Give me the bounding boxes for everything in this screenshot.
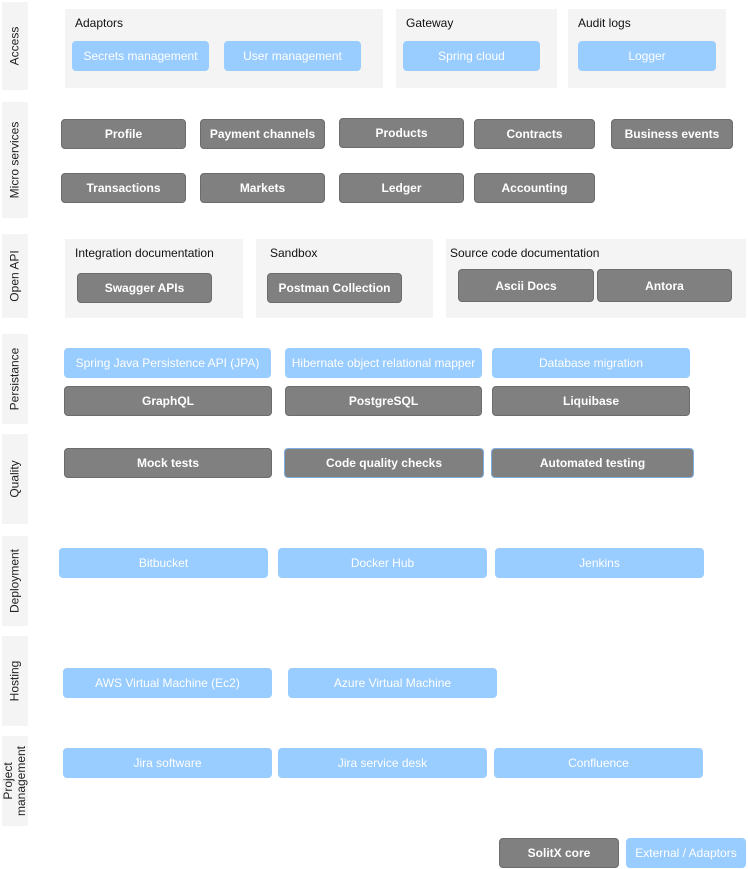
box-docker-hub: Docker Hub	[278, 548, 487, 578]
layer-label-text: Deployment	[7, 548, 22, 614]
group-title: Integration documentation	[75, 246, 214, 260]
box-accounting: Accounting	[474, 173, 595, 203]
box-confluence: Confluence	[494, 748, 703, 778]
box-ascii-docs: Ascii Docs	[458, 269, 594, 302]
box-automated-testing: Automated testing	[491, 448, 694, 478]
box-jira-software: Jira software	[63, 748, 272, 778]
box-profile: Profile	[61, 119, 186, 149]
box-aws-virtual-machine: AWS Virtual Machine (Ec2)	[63, 668, 272, 698]
box-jenkins: Jenkins	[495, 548, 704, 578]
box-postman-collection: Postman Collection	[267, 273, 402, 303]
layer-label-micro-services: Micro services	[2, 102, 28, 218]
layer-label-text: Project management	[1, 745, 28, 817]
box-markets: Markets	[200, 173, 325, 203]
box-user-management: User management	[224, 41, 361, 71]
box-hibernate: Hibernate object relational mapper	[285, 348, 482, 378]
box-jira-service-desk: Jira service desk	[278, 748, 487, 778]
box-contracts: Contracts	[474, 119, 595, 149]
layer-label-open-api: Open API	[2, 234, 28, 318]
layer-label-quality: Quality	[2, 434, 28, 524]
layer-label-project-management: Project management	[1, 736, 28, 826]
group-title: Audit logs	[578, 16, 631, 30]
legend-external-adaptors: External / Adaptors	[626, 838, 746, 868]
layer-label-persistance: Persistance	[2, 334, 28, 424]
box-antora: Antora	[597, 269, 732, 302]
box-spring-cloud: Spring cloud	[403, 41, 540, 71]
box-business-events: Business events	[611, 119, 733, 149]
group-title: Sandbox	[270, 246, 318, 260]
box-secrets-management: Secrets management	[72, 41, 209, 71]
group-title: Adaptors	[75, 16, 124, 30]
box-postgresql: PostgreSQL	[285, 386, 482, 416]
box-mock-tests: Mock tests	[64, 448, 272, 478]
box-liquibase: Liquibase	[492, 386, 690, 416]
box-spring-jpa: Spring Java Persistence API (JPA)	[64, 348, 271, 378]
layer-label-access: Access	[2, 2, 28, 90]
layer-label-text: Hosting	[7, 660, 22, 702]
box-database-migration: Database migration	[492, 348, 690, 378]
layer-label-deployment: Deployment	[2, 536, 28, 626]
box-bitbucket: Bitbucket	[59, 548, 268, 578]
box-products: Products	[339, 118, 464, 148]
layer-label-text: Access	[7, 26, 22, 66]
box-ledger: Ledger	[339, 173, 464, 203]
legend-solitx-core: SolitX core	[499, 838, 619, 868]
layer-label-text: Quality	[7, 460, 22, 498]
layer-label-text: Persistance	[7, 347, 22, 411]
box-transactions: Transactions	[61, 173, 186, 203]
layer-label-text: Open API	[7, 250, 22, 302]
layer-label-text: Micro services	[7, 121, 22, 199]
layer-label-line: management	[14, 745, 28, 817]
box-payment-channels: Payment channels	[200, 119, 325, 149]
box-code-quality-checks: Code quality checks	[284, 448, 484, 478]
box-swagger-apis: Swagger APIs	[77, 273, 212, 303]
layer-label-hosting: Hosting	[2, 636, 28, 726]
group-title: Source code documentation	[450, 246, 600, 260]
box-graphql: GraphQL	[64, 386, 272, 416]
box-logger: Logger	[578, 41, 716, 71]
box-azure-virtual-machine: Azure Virtual Machine	[288, 668, 497, 698]
group-title: Gateway	[406, 16, 454, 30]
